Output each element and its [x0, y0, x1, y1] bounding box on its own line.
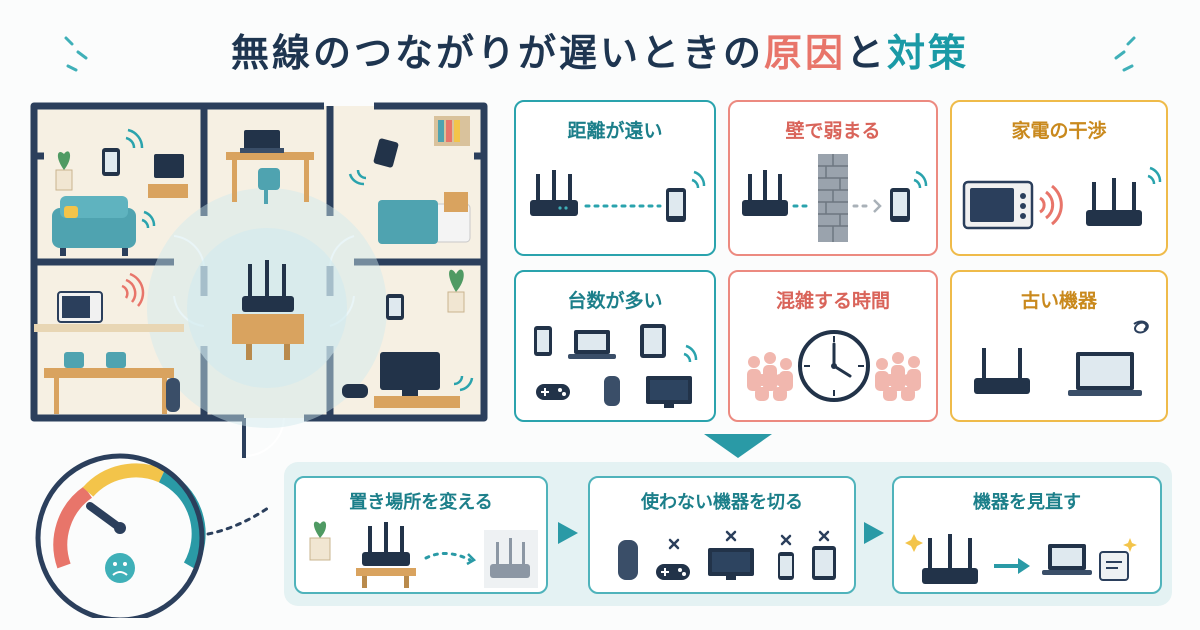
laptop-icon [568, 330, 616, 359]
device-box-icon [1099, 551, 1129, 581]
wall-illustration [742, 154, 928, 242]
page-title: 無線のつながりが遅いときの原因と対策 [0, 22, 1200, 77]
cause-label-old-device: 古い機器 [1020, 290, 1097, 312]
solution-label-review: 機器を見直す [973, 492, 1081, 513]
crowd-left [747, 352, 793, 401]
smart-speaker-icon [618, 540, 638, 580]
floor-plan [30, 102, 488, 458]
dizzy-icon [1133, 320, 1149, 334]
interference-illustration [962, 166, 1162, 230]
cause-label-many-devices: 台数が多い [567, 290, 663, 312]
router-icon [1086, 178, 1142, 226]
router-icon [742, 170, 788, 216]
speedometer [35, 453, 270, 618]
microwave-icon [962, 180, 1034, 230]
smartphone-icon [890, 188, 910, 222]
cause-label-congestion: 混雑する時間 [775, 290, 890, 312]
clock-icon [798, 330, 870, 402]
cause-card-many-devices: 台数が多い [514, 270, 716, 422]
laptop-icon [1068, 352, 1142, 396]
congestion-illustration [747, 330, 921, 402]
tv-icon [646, 376, 692, 408]
gamepad-icon [656, 564, 690, 580]
gamepad-icon [536, 384, 570, 400]
cause-card-congestion: 混雑する時間 [728, 270, 938, 422]
relocate-illustration [309, 521, 538, 588]
solution-label-turn-off: 使わない機器を切る [641, 492, 803, 513]
sparkle-icon [905, 534, 1137, 552]
sad-face-icon [105, 553, 135, 583]
solution-card-relocate: 置き場所を変える [294, 476, 548, 594]
title-and: と [846, 31, 888, 75]
cause-label-interference: 家電の干渉 [1011, 120, 1107, 142]
router-icon-relocated [490, 538, 530, 578]
arrow-icon-2 [864, 522, 884, 544]
old-device-illustration [974, 320, 1149, 396]
router-icon [974, 348, 1030, 394]
solution-card-review: 機器を見直す [892, 476, 1162, 594]
cause-card-interference: 家電の干渉 [950, 100, 1168, 256]
distance-illustration [530, 170, 706, 222]
review-illustration [905, 534, 1137, 584]
cause-card-old-device: 古い機器 [950, 270, 1168, 422]
tv-icon [708, 548, 754, 580]
smartphone-icon [778, 552, 794, 580]
close-icon [668, 530, 830, 550]
smart-speaker-icon [604, 376, 620, 406]
cause-card-distance: 距離が遠い [514, 100, 716, 256]
cause-label-wall: 壁で弱まる [785, 120, 881, 142]
down-arrow-icon [704, 434, 772, 458]
title-remedy: 対策 [887, 31, 970, 75]
tablet-icon [812, 546, 836, 580]
speedometer-icon [35, 453, 206, 618]
decor-dashes-right [1114, 36, 1136, 72]
turn-off-illustration [618, 530, 836, 580]
decor-dashes-left [64, 36, 88, 72]
router-icon [922, 534, 978, 584]
many-devices-illustration [534, 324, 698, 408]
solution-label-relocate: 置き場所を変える [349, 492, 493, 513]
router-icon [362, 522, 410, 566]
title-cause: 原因 [763, 31, 846, 75]
smartphone-icon [666, 188, 686, 222]
laptop-icon [1042, 544, 1092, 575]
router-icon [530, 170, 578, 216]
crowd-right [875, 352, 921, 401]
wall-icon [818, 154, 848, 242]
solution-card-turn-off: 使わない機器を切る [588, 476, 856, 594]
cause-label-distance: 距離が遠い [567, 120, 663, 142]
title-prefix: 無線のつながりが遅いときの [230, 31, 764, 75]
arrow-icon [558, 522, 578, 544]
tablet-icon [640, 324, 666, 358]
cause-card-wall: 壁で弱まる [728, 100, 938, 256]
